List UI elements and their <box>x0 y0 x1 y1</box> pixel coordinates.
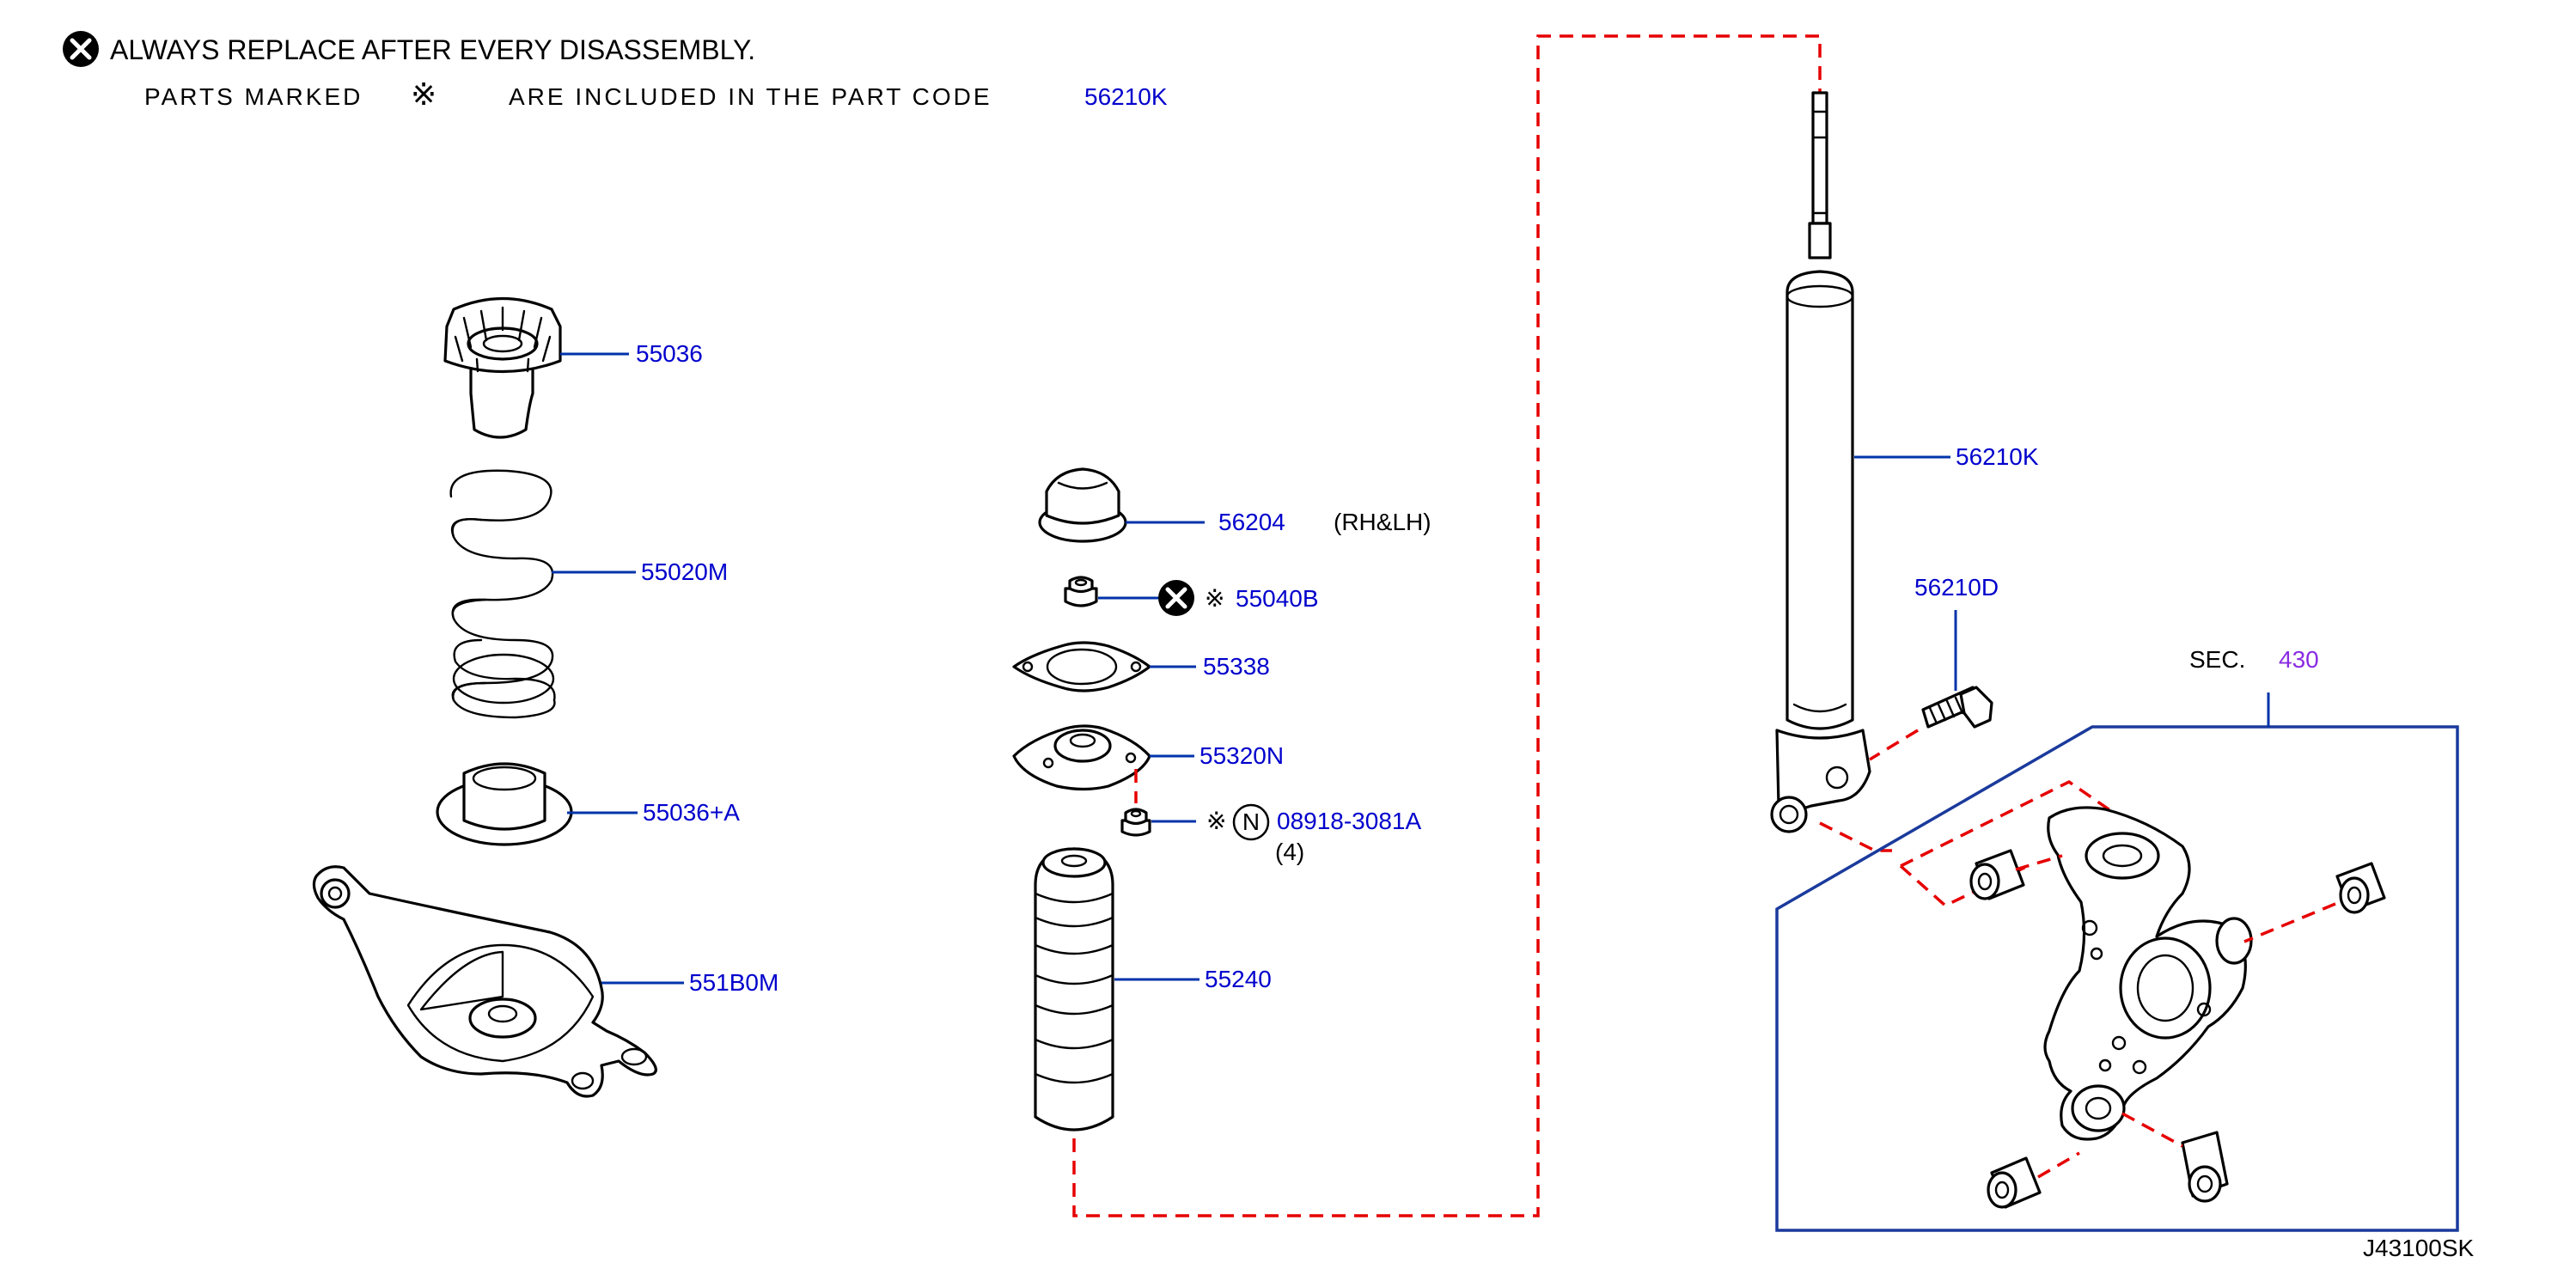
part-label-55320N[interactable]: 55320N <box>1199 742 1284 769</box>
part-55020M <box>449 469 556 719</box>
dashed-link-bushing-ul <box>2015 854 2063 871</box>
included-note: ARE INCLUDED IN THE PART CODE <box>509 83 992 110</box>
bushing-upper-left <box>1969 849 2025 900</box>
bushing-upper-right <box>2335 862 2386 914</box>
replace-x-icon <box>1158 580 1194 616</box>
part-56204 <box>1038 467 1127 543</box>
parts-marked-note: PARTS MARKED <box>144 83 363 110</box>
kome-mark-icon: ※ <box>411 76 436 112</box>
rh-lh-note: (RH&LH) <box>1334 509 1431 535</box>
diagram-code: J43100SK <box>2363 1235 2475 1261</box>
part-code-link[interactable]: 56210K <box>1084 83 1168 110</box>
part-55036A <box>436 762 573 846</box>
qty-note-08918: (4) <box>1275 839 1304 865</box>
bushing-lower-right <box>2181 1131 2229 1203</box>
n-circle-icon: N <box>1232 803 1270 841</box>
svg-text:N: N <box>1242 808 1260 835</box>
section-prefix: SEC. <box>2189 646 2245 673</box>
part-55320N <box>1012 724 1151 791</box>
part-label-56204[interactable]: 56204 <box>1218 509 1285 535</box>
part-label-08918-3081A[interactable]: 08918-3081A <box>1277 808 1421 834</box>
part-label-55040B[interactable]: 55040B <box>1236 585 1319 612</box>
part-55040B <box>1064 576 1098 607</box>
section-430-box <box>1775 725 2459 1232</box>
part-label-55240[interactable]: 55240 <box>1205 966 1272 992</box>
dashed-link-bushing-ll <box>2037 1151 2080 1179</box>
dashed-link-shock <box>1072 34 1822 1217</box>
part-label-55036A[interactable]: 55036+A <box>643 799 740 826</box>
dashed-link-knuckle <box>1819 729 1919 852</box>
part-label-55020M[interactable]: 55020M <box>641 558 728 585</box>
part-55036 <box>443 297 562 439</box>
part-56210K <box>1770 91 1871 833</box>
part-label-55338[interactable]: 55338 <box>1203 653 1270 680</box>
header-notes: ALWAYS REPLACE AFTER EVERY DISASSEMBLY. … <box>63 31 1168 112</box>
part-55338 <box>1012 641 1151 692</box>
dashed-link-bushing-lr <box>2121 1112 2183 1148</box>
part-08918-3081A <box>1120 808 1151 837</box>
kome-mark-icon: ※ <box>1205 585 1224 612</box>
replace-note: ALWAYS REPLACE AFTER EVERY DISASSEMBLY. <box>110 34 755 65</box>
dashed-link-bushing-ur <box>2243 902 2336 943</box>
part-55240 <box>1034 847 1114 1132</box>
knuckle-assembly <box>1899 779 2253 1141</box>
replace-x-icon <box>63 31 99 67</box>
section-430-link[interactable]: 430 <box>2279 646 2319 673</box>
part-label-56210K[interactable]: 56210K <box>1956 443 2039 470</box>
part-label-55036[interactable]: 55036 <box>636 340 703 367</box>
part-551B0M <box>312 865 657 1098</box>
part-label-551B0M[interactable]: 551B0M <box>689 969 778 996</box>
part-56210D <box>1921 686 1993 729</box>
bushing-lower-left <box>1987 1156 2042 1209</box>
kome-mark-icon: ※ <box>1206 808 1226 834</box>
part-label-56210D[interactable]: 56210D <box>1914 574 1999 601</box>
